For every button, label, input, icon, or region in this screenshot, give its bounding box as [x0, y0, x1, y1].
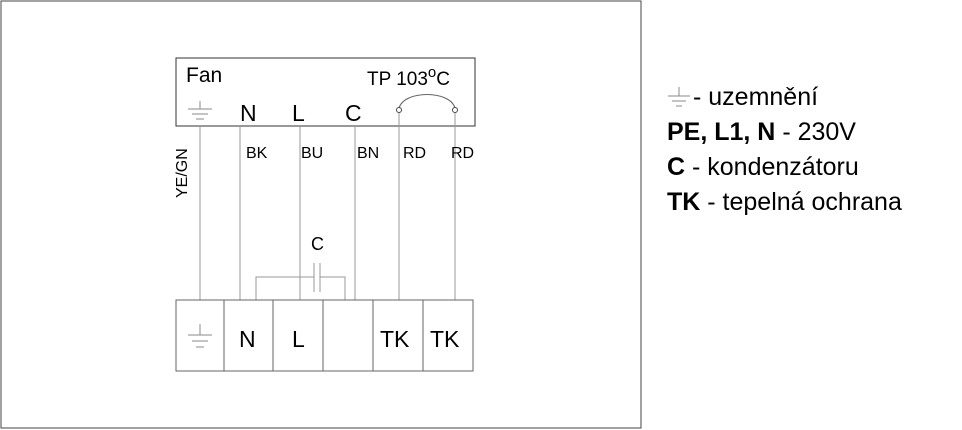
legend-item-text: - 230V — [775, 118, 856, 146]
diagram-frame — [0, 0, 642, 429]
thermal-contact-right — [452, 107, 458, 113]
wire-label-rd-1: RD — [403, 145, 426, 162]
terminal-cell-l — [272, 299, 324, 372]
wire-label-rd-2: RD — [451, 145, 474, 162]
wire-label-bu: BU — [301, 145, 323, 162]
legend-item-key: TK — [667, 188, 701, 216]
capacitor-label: C — [311, 234, 324, 254]
legend-item-ground: - uzemnění — [667, 80, 902, 115]
terminal-label-n: N — [239, 326, 256, 352]
thermal-protection-label: TP 103oC — [367, 64, 450, 90]
wire-label-ye-gn: YE/GN — [174, 148, 191, 198]
legend: - uzemnění PE, L1, N - 230V C - kondenzá… — [667, 80, 902, 220]
terminal-ground-icon — [188, 324, 212, 348]
thermal-contact-left — [396, 107, 402, 113]
fan-box — [175, 57, 476, 127]
terminal-cell-c — [322, 299, 374, 372]
terminal-cell-tk-1 — [372, 299, 424, 372]
terminal-label-tk-2: TK — [430, 326, 460, 352]
wire-label-bn: BN — [357, 145, 379, 162]
capacitor-icon — [255, 263, 346, 300]
legend-item-text: - uzemnění — [693, 83, 819, 111]
terminal-label-l: L — [292, 326, 305, 352]
terminal-label-tk-1: TK — [380, 326, 410, 352]
ground-icon — [668, 87, 690, 107]
fan-terminal-l: L — [292, 100, 305, 126]
legend-item-text: - tepelná ochrana — [700, 188, 902, 216]
legend-item-capacitor: C - kondenzátoru — [667, 150, 902, 185]
fan-terminal-c: C — [345, 100, 362, 126]
legend-item-voltage: PE, L1, N - 230V — [667, 115, 902, 150]
fan-title: Fan — [186, 64, 222, 87]
terminal-cell-tk-2 — [422, 299, 474, 372]
fan-ground-icon — [188, 101, 212, 120]
fan-terminal-n: N — [240, 100, 257, 126]
legend-item-text: - kondenzátoru — [685, 153, 859, 181]
thermal-contact-arc — [398, 94, 456, 109]
legend-item-key: PE, L1, N — [667, 118, 776, 146]
terminal-cell-n — [223, 299, 274, 372]
wire-label-bk: BK — [246, 145, 268, 162]
legend-item-thermal: TK - tepelná ochrana — [667, 185, 902, 220]
legend-item-key: C — [667, 153, 686, 181]
terminal-block — [175, 299, 474, 372]
